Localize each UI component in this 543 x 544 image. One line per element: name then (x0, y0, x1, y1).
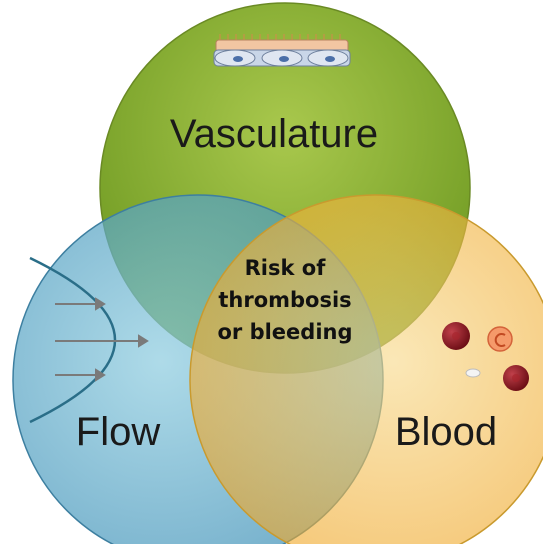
vasculature-label: Vasculature (170, 112, 378, 156)
flow-label: Flow (76, 410, 161, 454)
blood-label: Blood (395, 410, 497, 454)
center-label-line-1: Risk of (245, 256, 327, 280)
center-label-line-2: thrombosis (218, 288, 351, 312)
center-label-line-3: or bleeding (217, 320, 352, 344)
